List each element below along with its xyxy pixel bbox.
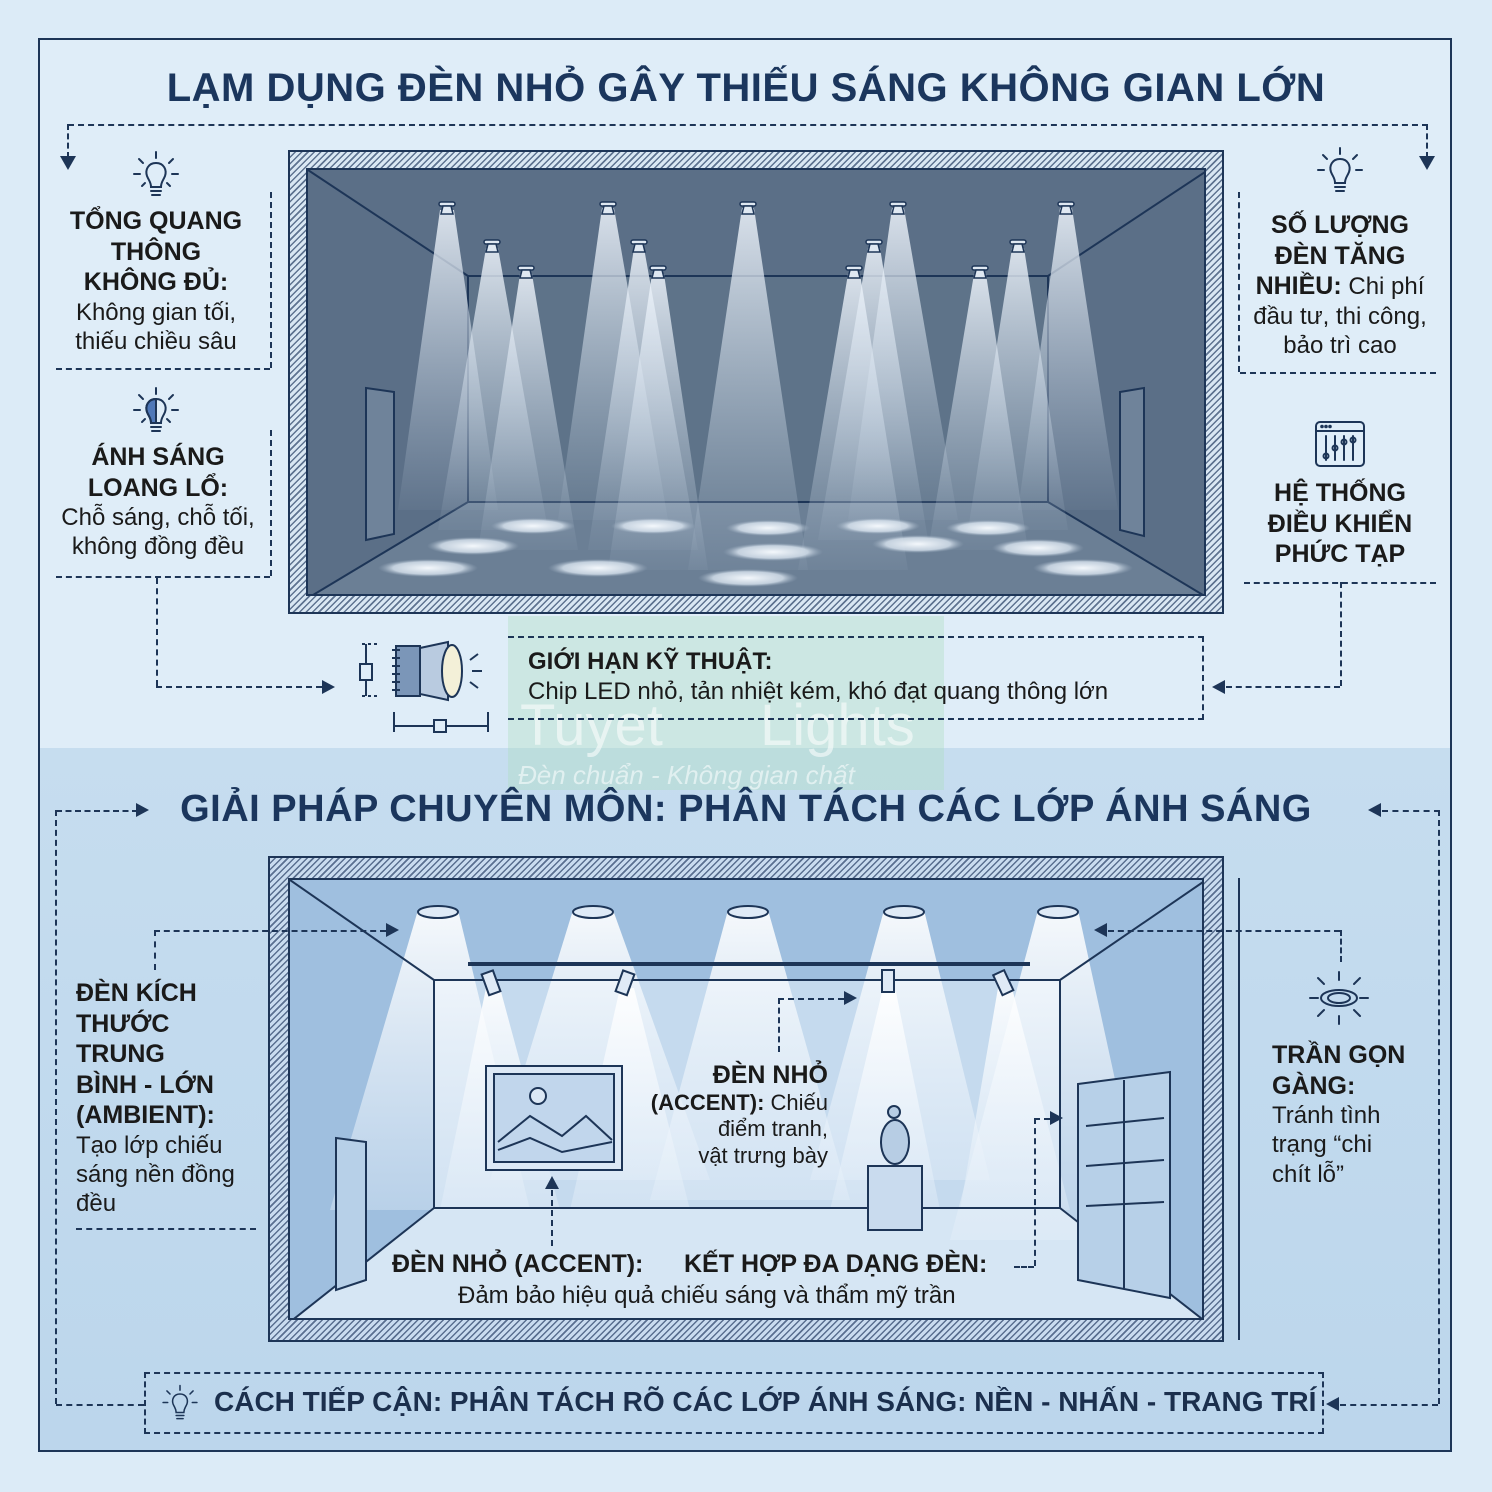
lightbulb-icon xyxy=(1317,147,1363,192)
arrow-left-icon xyxy=(1212,680,1225,694)
half-lightbulb-icon xyxy=(133,387,179,432)
top-connector-left xyxy=(67,124,69,158)
solution-title: GIẢI PHÁP CHUYÊN MÔN: PHÂN TÁCH CÁC LỚP … xyxy=(180,788,1312,830)
top-connector-right xyxy=(1426,124,1428,158)
control-panel-icon xyxy=(1315,421,1365,467)
recessed-downlight-icon xyxy=(1309,971,1369,1025)
problem-title: LẠM DỤNG ĐÈN NHỎ GÂY THIẾU SÁNG KHÔNG GI… xyxy=(166,66,1326,110)
arrow-down-icon xyxy=(1419,156,1435,170)
arrow-right-icon xyxy=(844,991,857,1005)
connector-line xyxy=(1034,1118,1050,1120)
technical-limit-note: GIỚI HẠN KỸ THUẬT: Chip LED nhỏ, tản nhi… xyxy=(528,648,1109,705)
arrow-left-icon xyxy=(1368,803,1381,817)
top-connector-line xyxy=(68,124,1428,126)
led-chip-heatsink-icon xyxy=(359,640,489,733)
technical-limit-box xyxy=(508,636,1204,720)
note-border xyxy=(1238,192,1240,372)
gallery-room-illustration xyxy=(268,856,1224,1342)
ceiling-bracket xyxy=(1238,878,1240,1340)
arrow-left-icon xyxy=(1094,923,1107,937)
arrow-right-icon xyxy=(136,803,149,817)
arrow-right-icon xyxy=(322,680,335,694)
connector-line xyxy=(1108,930,1340,932)
lightbulb-icon xyxy=(133,151,179,196)
connector-line xyxy=(1014,1266,1034,1268)
connector-line xyxy=(156,578,158,686)
connector-line xyxy=(778,998,780,1052)
connector-line xyxy=(154,930,386,932)
connector-line xyxy=(56,1404,144,1406)
connector-line xyxy=(778,998,844,1000)
combined-note-label-left: ĐÈN NHỎ (ACCENT): xyxy=(392,1250,644,1278)
note-border xyxy=(270,192,272,368)
note-accent-lights: ĐÈN NHỎ (ACCENT): Chiếu điểm tranh, vật … xyxy=(650,1061,828,1168)
connector-line xyxy=(1340,930,1342,962)
connector-line xyxy=(551,1190,553,1246)
note-insufficient-flux: TỔNG QUANG THÔNG KHÔNG ĐỦ: Không gian tố… xyxy=(69,207,243,355)
arrow-right-icon xyxy=(1050,1111,1063,1125)
note-more-fixtures: SỐ LƯỢNG ĐÈN TĂNG NHIỀU: Chi phí đầu tư,… xyxy=(1253,211,1427,359)
arrow-down-icon xyxy=(60,156,76,170)
note-complex-control: HỆ THỐNG ĐIỀU KHIỂN PHỨC TẠP xyxy=(1267,479,1413,568)
note-patchy-light: ÁNH SÁNG LOANG LỔ: Chỗ sáng, chỗ tối, kh… xyxy=(61,443,255,561)
connector-line xyxy=(1340,582,1342,686)
note-border xyxy=(56,576,270,578)
approach-box xyxy=(144,1372,1324,1434)
note-border xyxy=(56,368,270,370)
connector-line xyxy=(1340,1404,1438,1406)
watermark-brand-left: Tuyet xyxy=(520,693,663,758)
brand-watermark xyxy=(508,616,944,790)
connector-line xyxy=(56,810,138,812)
note-border xyxy=(270,430,272,576)
arrow-right-icon xyxy=(386,923,399,937)
note-ambient-lights: ĐÈN KÍCH THƯỚC TRUNG BÌNH - LỚN (AMBIENT… xyxy=(76,979,235,1218)
connector-line xyxy=(55,810,57,1404)
connector-line xyxy=(154,930,156,970)
note-clean-ceiling: TRẦN GỌN GÀNG: Tránh tình trạng “chi chí… xyxy=(1272,1041,1406,1188)
dark-room-illustration xyxy=(288,150,1224,614)
lightbulb-icon xyxy=(162,1384,198,1420)
note-border xyxy=(76,1228,256,1230)
connector-line xyxy=(1382,810,1440,812)
connector-line xyxy=(1438,810,1440,1404)
watermark-brand-right: Lights xyxy=(760,693,915,758)
note-border xyxy=(1240,372,1436,374)
arrow-up-icon xyxy=(545,1176,559,1189)
approach-text: CÁCH TIẾP CẬN: PHÂN TÁCH RÕ CÁC LỚP ÁNH … xyxy=(214,1386,1317,1417)
connector-line xyxy=(156,686,322,688)
connector-line xyxy=(1034,1118,1036,1266)
connector-line xyxy=(1226,686,1340,688)
watermark-slogan: Đèn chuẩn - Không gian chất xyxy=(518,760,855,790)
arrow-left-icon xyxy=(1326,1397,1339,1411)
layered-lighting-scene xyxy=(290,880,1202,1318)
combined-note-body: Đảm bảo hiệu quả chiếu sáng và thẩm mỹ t… xyxy=(458,1282,956,1309)
spotlight-room-scene xyxy=(308,170,1204,594)
combined-note-label-right: KẾT HỢP ĐA DẠNG ĐÈN: xyxy=(684,1250,988,1278)
